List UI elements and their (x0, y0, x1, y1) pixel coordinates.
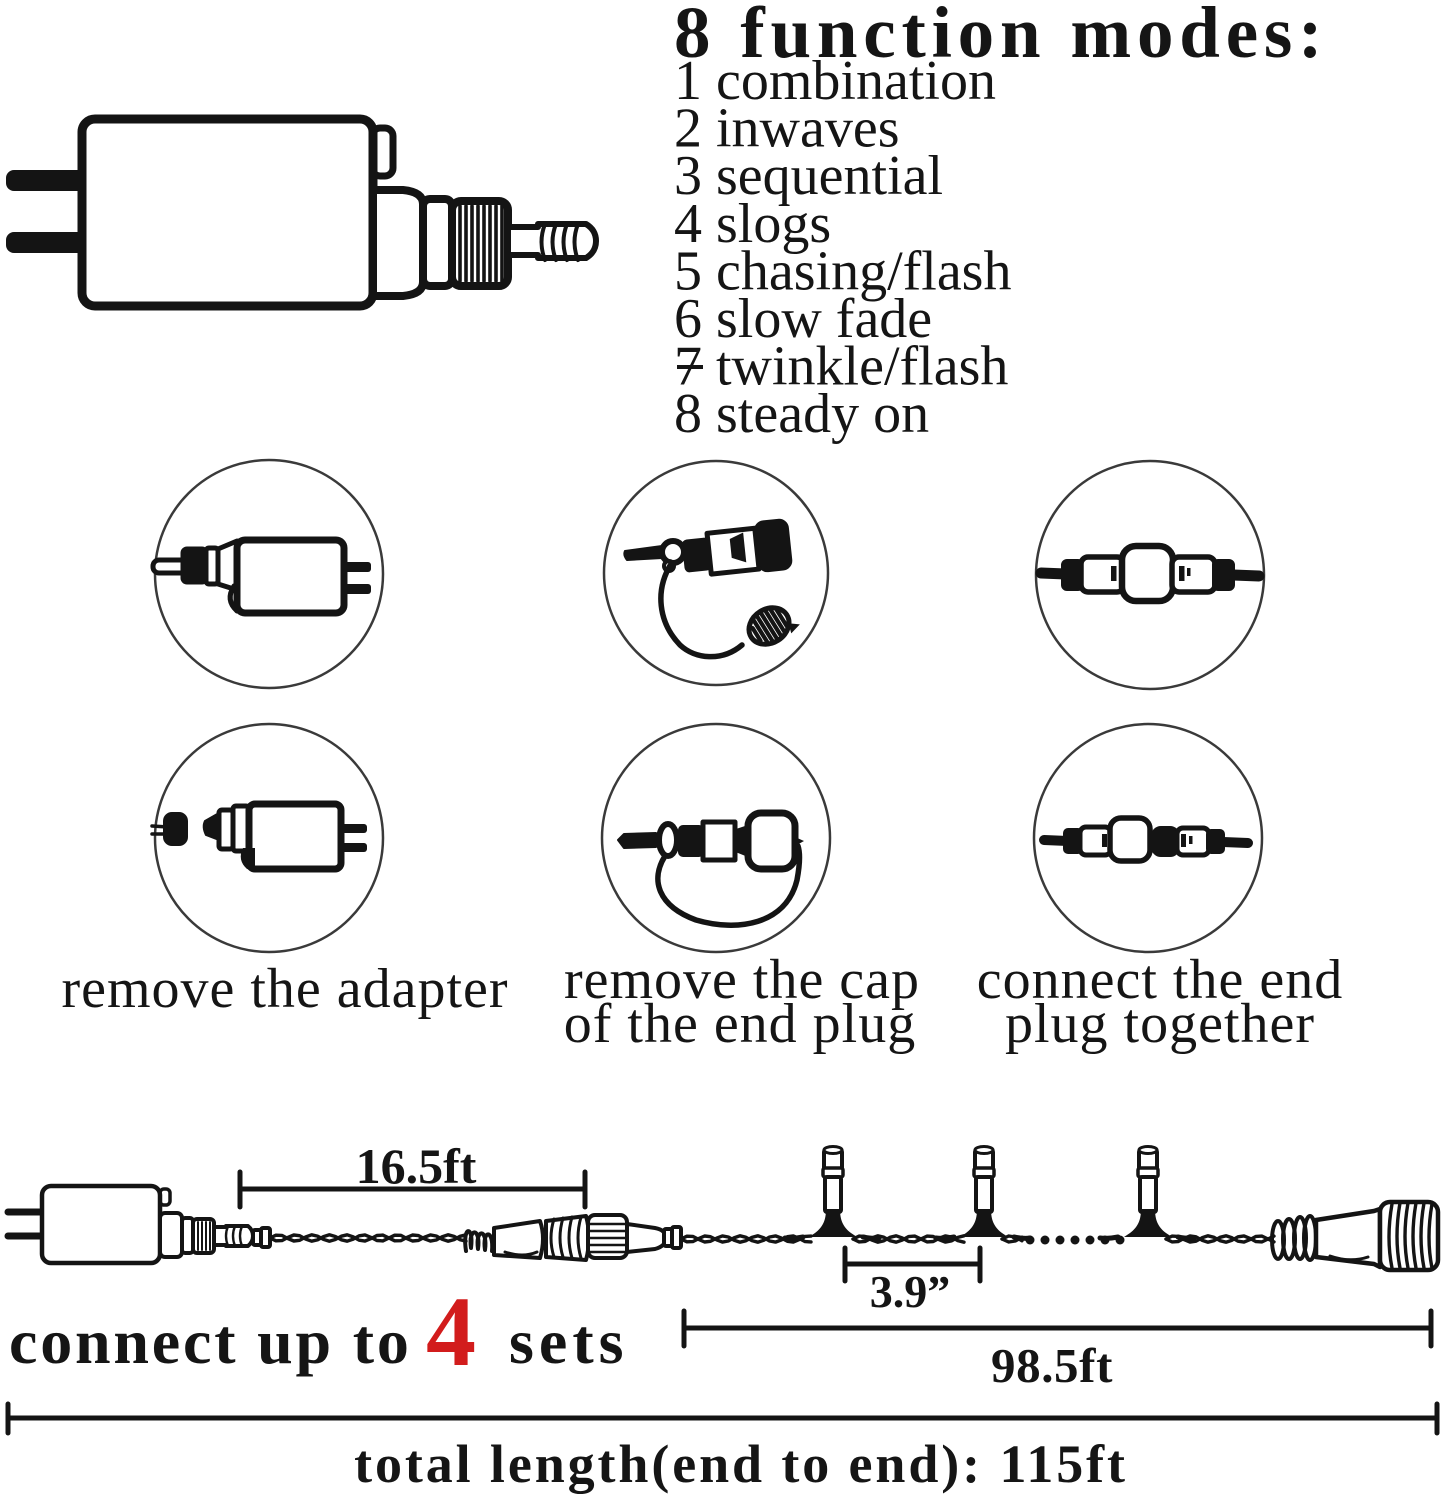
svg-text:plug together: plug together (1005, 993, 1315, 1055)
svg-text:sets: sets (509, 1306, 629, 1377)
svg-text:7 twinkle/flash: 7 twinkle/flash (674, 336, 1008, 398)
svg-text:4 slogs: 4 slogs (674, 193, 831, 255)
svg-text:5 chasing/flash: 5 chasing/flash (674, 240, 1011, 302)
svg-text:of the end plug: of the end plug (564, 993, 916, 1055)
svg-text:connect the end: connect the end (977, 949, 1343, 1011)
svg-text:2 inwaves: 2 inwaves (674, 98, 900, 160)
svg-text:6 slow fade: 6 slow fade (674, 288, 932, 350)
svg-text:3.9”: 3.9” (870, 1266, 951, 1317)
svg-text:8 steady on: 8 steady on (674, 383, 929, 445)
svg-text:4: 4 (426, 1276, 476, 1387)
svg-text:connect up to: connect up to (9, 1306, 412, 1377)
svg-text:16.5ft: 16.5ft (356, 1138, 477, 1194)
svg-text:total length(end to end): 115f: total length(end to end): 115ft (354, 1434, 1128, 1494)
svg-text:8 function modes:: 8 function modes: (674, 0, 1328, 73)
svg-text:1 combination: 1 combination (674, 50, 996, 112)
svg-text:remove the adapter: remove the adapter (61, 958, 508, 1020)
svg-text:remove the cap: remove the cap (564, 949, 920, 1011)
svg-text:98.5ft: 98.5ft (991, 1338, 1113, 1393)
svg-text:3 sequential: 3 sequential (674, 145, 943, 207)
